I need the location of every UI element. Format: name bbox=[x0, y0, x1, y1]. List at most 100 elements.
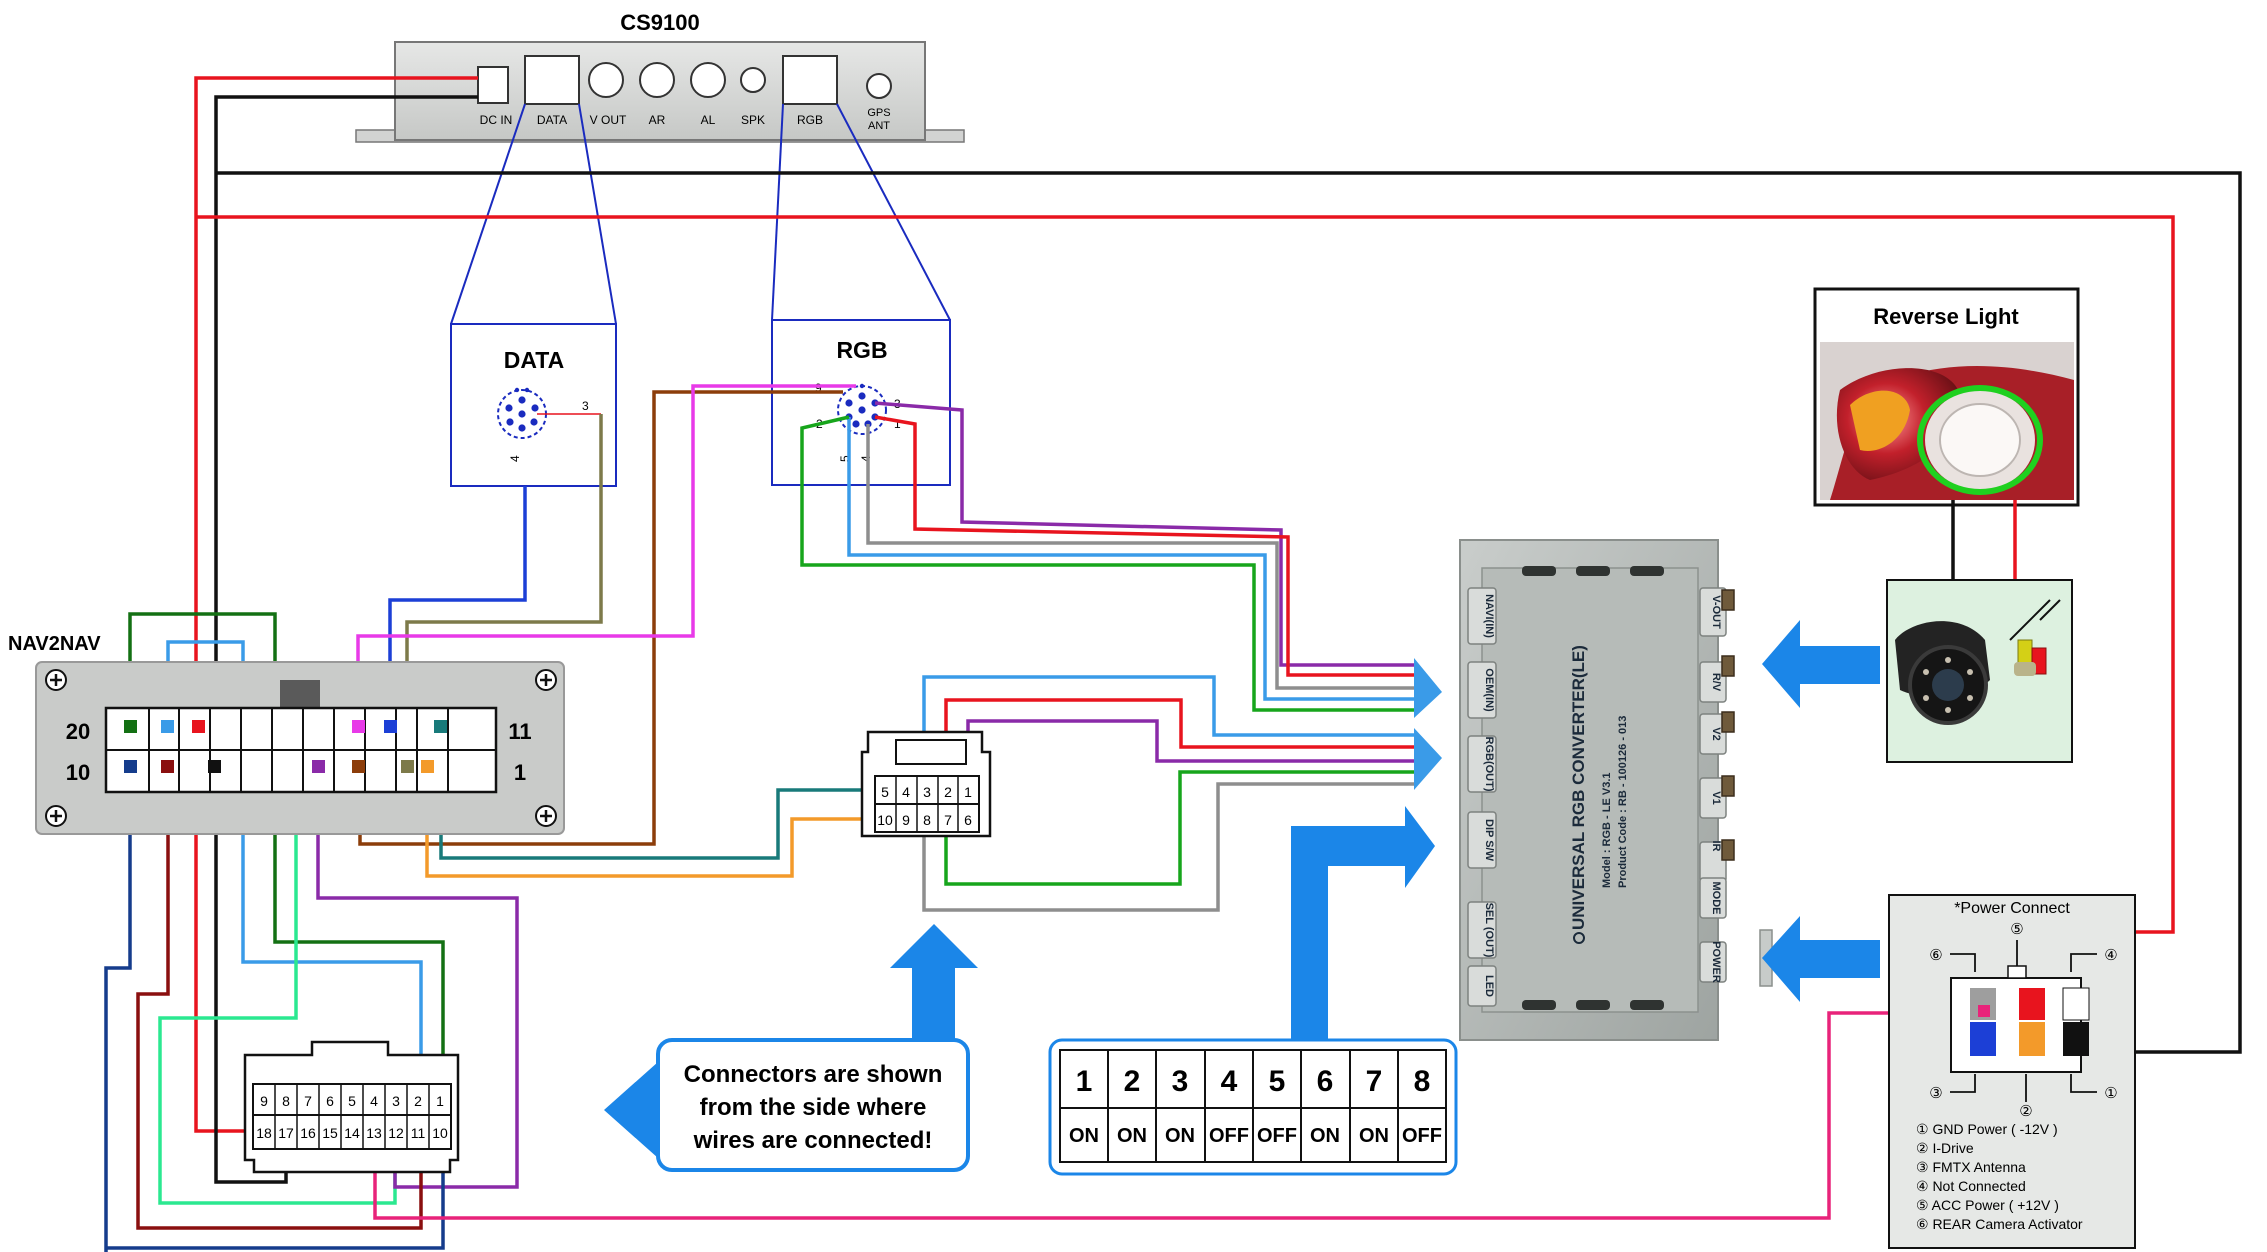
port-label-spk: SPK bbox=[741, 113, 765, 127]
conv-label-v2: V2 bbox=[1710, 727, 1722, 740]
zoom-lines bbox=[450, 103, 951, 325]
bot-pin-4: 4 bbox=[370, 1093, 378, 1109]
mid-pin-6: 6 bbox=[964, 812, 972, 828]
port-label-ant: ANT bbox=[868, 120, 890, 132]
marker-5: ⑤ bbox=[2010, 921, 2023, 938]
port-label-dc-in: DC IN bbox=[480, 113, 513, 127]
mid-connector: 5 4 3 2 1 10 9 8 7 6 bbox=[860, 730, 992, 838]
port-label-al: AL bbox=[701, 113, 716, 127]
rgb-pin-1-label: 1 bbox=[894, 417, 901, 431]
conv-label-oem-in: OEM(IN) bbox=[1483, 668, 1495, 712]
bot-pin-12: 12 bbox=[388, 1125, 404, 1141]
dip-state-1: ON bbox=[1069, 1125, 1099, 1147]
pink-pin bbox=[1978, 1005, 1990, 1017]
dip-state-5: OFF bbox=[1257, 1125, 1297, 1147]
connector-note: Connectors are shown from the side where… bbox=[656, 1038, 970, 1172]
dip-state-2: ON bbox=[1117, 1125, 1147, 1147]
arrow-dip-to-converter bbox=[1291, 806, 1435, 1040]
conv-product-code: Product Code : RB - 100126 - 013 bbox=[1617, 716, 1629, 888]
nav2nav-pins bbox=[124, 720, 447, 773]
dip-state-3: ON bbox=[1165, 1125, 1195, 1147]
nav2nav-connector: 20 10 11 1 NAV2NAV bbox=[8, 633, 565, 835]
mid-pin-3: 3 bbox=[923, 784, 931, 800]
reverse-light-title: Reverse Light bbox=[1873, 304, 2019, 329]
mid-pin-4: 4 bbox=[902, 784, 910, 800]
nav2nav-row-1: 1 bbox=[514, 760, 526, 785]
legend-5: ⑤ ACC Power ( +12V ) bbox=[1916, 1197, 2059, 1213]
arrow-power-to-converter bbox=[1762, 916, 1880, 1002]
bottom-connector: 9 8 7 6 5 4 3 2 1 18 17 16 15 14 13 12 1… bbox=[243, 1040, 460, 1174]
conv-label-led: LED bbox=[1483, 975, 1495, 997]
port-label-gps: GPS bbox=[867, 107, 890, 119]
port-label-v-out: V OUT bbox=[590, 113, 627, 127]
al-port bbox=[690, 62, 726, 98]
dip-number-3: 3 bbox=[1172, 1065, 1189, 1098]
bot-pin-16: 16 bbox=[300, 1125, 316, 1141]
legend-3: ③ FMTX Antenna bbox=[1916, 1159, 2026, 1175]
flow-arrows bbox=[604, 620, 1880, 1158]
arrow-camera-to-converter bbox=[1762, 620, 1880, 708]
nav2nav-title: NAV2NAV bbox=[8, 633, 101, 655]
reverse-light: Reverse Light bbox=[1813, 287, 2080, 507]
port-label-rgb: RGB bbox=[797, 113, 823, 127]
conv-label-ir: IR bbox=[1710, 841, 1722, 852]
rgb-pin-9-label: 9 bbox=[815, 381, 822, 395]
bot-pin-18: 18 bbox=[256, 1125, 272, 1141]
dip-number-4: 4 bbox=[1221, 1065, 1238, 1098]
data-connector-box: DATA 3 4 bbox=[450, 323, 617, 487]
arrow-note-up bbox=[890, 924, 978, 1040]
note-line-3: wires are connected! bbox=[693, 1127, 933, 1154]
data-pin-3-label: 3 bbox=[582, 399, 589, 413]
data-pin-4-label: 4 bbox=[508, 455, 522, 462]
rgb-pin-5-label: 5 bbox=[838, 455, 852, 462]
bot-pin-13: 13 bbox=[366, 1125, 382, 1141]
data-box-title: DATA bbox=[504, 347, 564, 373]
nav2nav-row-10: 10 bbox=[66, 760, 90, 785]
dip-number-7: 7 bbox=[1366, 1065, 1383, 1098]
dip-state-8: OFF bbox=[1402, 1125, 1442, 1147]
bot-pin-10: 10 bbox=[432, 1125, 448, 1141]
conv-label-rgb-out: RGB(OUT) bbox=[1483, 737, 1495, 792]
dip-number-6: 6 bbox=[1317, 1065, 1334, 1098]
data-port bbox=[524, 55, 580, 105]
wires bbox=[104, 76, 2242, 1252]
conv-label-navi-in: NAVI(IN) bbox=[1483, 594, 1495, 638]
nav2nav-row-20: 20 bbox=[66, 719, 90, 744]
v-out-port bbox=[588, 62, 624, 98]
dip-state-4: OFF bbox=[1209, 1125, 1249, 1147]
rgb-port bbox=[782, 55, 838, 105]
ar-port bbox=[639, 62, 675, 98]
marker-2: ② bbox=[2019, 1103, 2032, 1120]
mid-pin-2: 2 bbox=[944, 784, 952, 800]
legend-6: ⑥ REAR Camera Activator bbox=[1916, 1216, 2083, 1232]
marker-6: ⑥ bbox=[1929, 947, 1942, 964]
mid-pin-5: 5 bbox=[881, 784, 889, 800]
nav2nav-row-11: 11 bbox=[508, 719, 531, 744]
conv-label-sel-out: SEL (OUT) bbox=[1483, 903, 1495, 958]
dip-number-1: 1 bbox=[1076, 1065, 1093, 1098]
bot-pin-11: 11 bbox=[411, 1125, 426, 1141]
dc-in-port bbox=[477, 66, 509, 104]
marker-3: ③ bbox=[1929, 1085, 1942, 1102]
bot-pin-6: 6 bbox=[326, 1093, 334, 1109]
dip-state-6: ON bbox=[1310, 1125, 1340, 1147]
conv-label-v-out: V-OUT bbox=[1710, 595, 1722, 629]
bot-pin-8: 8 bbox=[282, 1093, 290, 1109]
mid-pin-10: 10 bbox=[877, 812, 893, 828]
reverse-light-highlight bbox=[1917, 385, 2043, 495]
marker-4: ④ bbox=[2104, 947, 2117, 964]
mid-pin-7: 7 bbox=[944, 812, 952, 828]
conv-model: Model : RGB - LE V3.1 bbox=[1601, 772, 1613, 888]
arrow-note-left bbox=[604, 1062, 688, 1158]
bot-pin-15: 15 bbox=[322, 1125, 338, 1141]
dip-switch-table: 1 2 3 4 5 6 7 8 ON ON ON OFF OFF ON ON O… bbox=[1048, 1038, 1458, 1176]
dip-number-5: 5 bbox=[1269, 1065, 1286, 1098]
conv-label-mode: MODE bbox=[1710, 882, 1722, 915]
power-connect: *Power Connect ⑥ ⑤ ④ ③ ② ① ① GND Power (… bbox=[1888, 894, 2136, 1249]
rgb-converter: NAVI(IN) OEM(IN) RGB(OUT) DIP S/W SEL (O… bbox=[1459, 539, 1773, 1041]
rear-camera bbox=[1886, 579, 2073, 763]
conv-label-rv: R/V bbox=[1710, 673, 1722, 692]
mid-pin-8: 8 bbox=[923, 812, 931, 828]
cs9100-title: CS9100 bbox=[620, 10, 700, 35]
